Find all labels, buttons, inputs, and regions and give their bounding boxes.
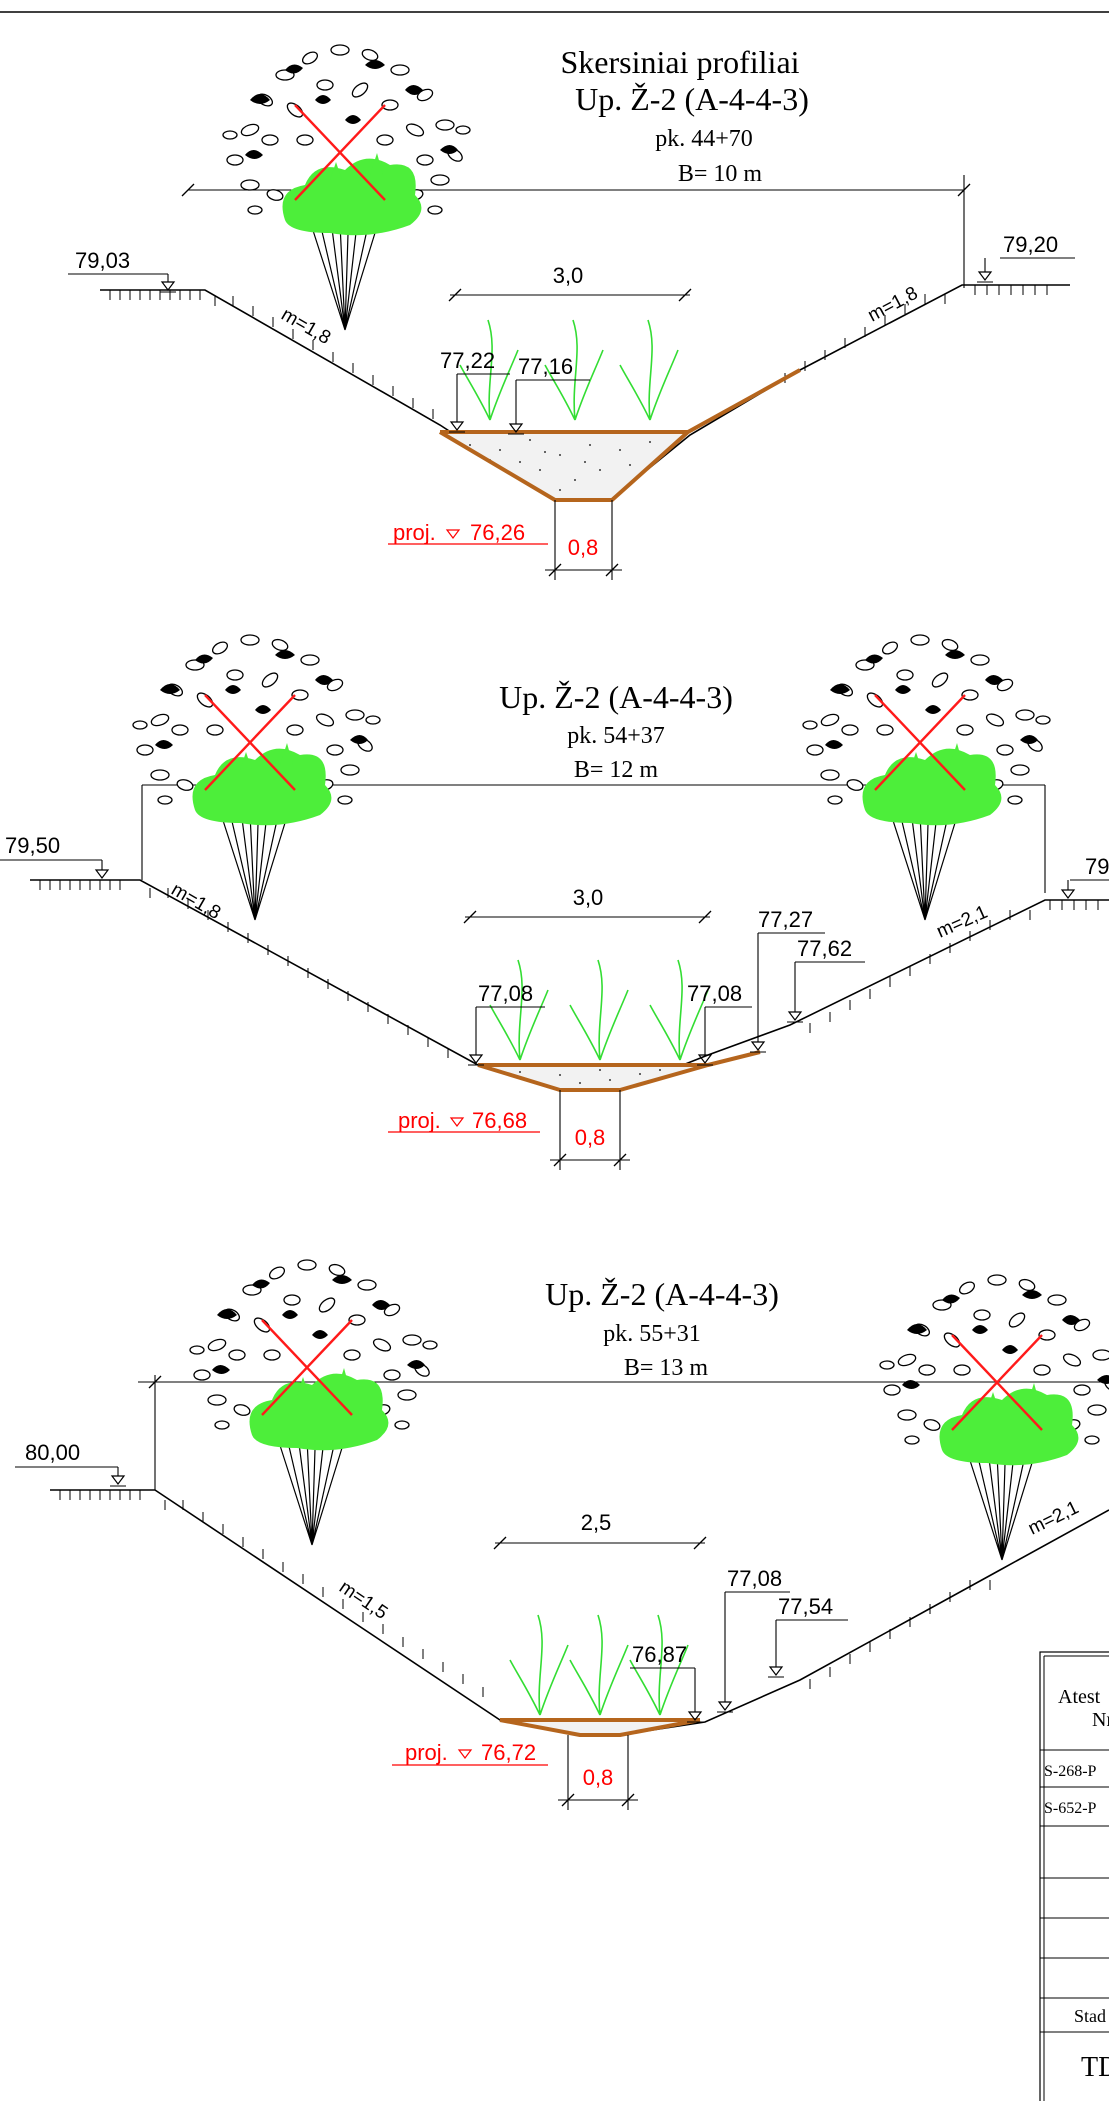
- profile-1-left-bank: 79,03: [75, 248, 130, 273]
- profile-2: Up. Ž-2 (A-4-4-3) pk. 54+37 B= 12 m 3,0 …: [0, 633, 1109, 1170]
- title-block-heading-1: Atest: [1058, 1686, 1101, 1708]
- profile-3-trench: 0,8: [583, 1765, 614, 1790]
- profile-1-pk: pk. 44+70: [655, 126, 753, 152]
- profile-3-left-bank: 80,00: [25, 1440, 80, 1465]
- title-block-heading-2: Nr: [1092, 1709, 1109, 1731]
- profile-1-proj-level: 76,26: [470, 520, 525, 545]
- profile-3-level-2: 77,08: [727, 1566, 782, 1591]
- profile-2-level-2: 77,08: [687, 981, 742, 1006]
- profile-2-proj-level: 76,68: [472, 1108, 527, 1133]
- profile-3-slope-right: m=2,1: [1025, 1497, 1082, 1539]
- profile-2-proj-prefix: proj.: [398, 1108, 441, 1133]
- profile-2-right-bank: 79: [1085, 854, 1109, 879]
- profile-3-name: Up. Ž-2 (A-4-4-3): [545, 1276, 779, 1312]
- profile-2-level-1: 77,08: [478, 981, 533, 1006]
- profile-3-width: B= 13 m: [624, 1355, 709, 1381]
- profile-2-level-4: 77,62: [797, 936, 852, 961]
- title-block-code: TD: [1081, 2052, 1109, 2083]
- profile-1-width: B= 10 m: [678, 161, 763, 187]
- title-block-row-1: S-268-P: [1044, 1763, 1097, 1780]
- profile-1-right-bank: 79,20: [1003, 232, 1058, 257]
- title-block-stage: Stad: [1074, 2006, 1106, 2026]
- title-block-row-2: S-652-P: [1044, 1800, 1097, 1817]
- profile-2-slope-right: m=2,1: [933, 902, 990, 943]
- profile-1-name: Up. Ž-2 (A-4-4-3): [575, 81, 809, 117]
- profile-2-pk: pk. 54+37: [567, 723, 665, 749]
- profile-2-left-bank: 79,50: [5, 833, 60, 858]
- profile-1-level-1: 77,22: [440, 348, 495, 373]
- profile-3-bottom-width: 2,5: [581, 1510, 612, 1535]
- profile-3-level-1: 76,87: [632, 1642, 687, 1667]
- profile-3: Up. Ž-2 (A-4-4-3) pk. 55+31 B= 13 m 2,5 …: [15, 1258, 1109, 1810]
- profile-3-proj-level: 76,72: [481, 1740, 536, 1765]
- profile-1: Skersiniai profiliai Up. Ž-2 (A-4-4-3) p…: [68, 43, 1075, 580]
- profile-2-bottom-width: 3,0: [573, 885, 604, 910]
- profile-2-trench: 0,8: [575, 1125, 606, 1150]
- tree-removed-icon: [131, 633, 382, 922]
- title-block: Atest Nr S-268-P S-652-P Stad TD: [1039, 1651, 1109, 2101]
- tree-removed-icon: [801, 633, 1052, 922]
- tree-removed-icon: [188, 1258, 439, 1547]
- profile-2-level-3: 77,27: [758, 907, 813, 932]
- profile-1-slope-right: m=1,8: [864, 283, 921, 327]
- drawing-title: Skersiniai profiliai: [560, 44, 799, 80]
- profile-1-proj-prefix: proj.: [393, 520, 436, 545]
- profile-3-level-3: 77,54: [778, 1594, 833, 1619]
- profile-1-level-2: 77,16: [518, 354, 573, 379]
- profile-2-width: B= 12 m: [574, 757, 659, 783]
- profile-1-bottom-width: 3,0: [553, 263, 584, 288]
- tree-removed-icon: [221, 43, 472, 332]
- profile-2-name: Up. Ž-2 (A-4-4-3): [499, 679, 733, 715]
- profile-3-proj-prefix: proj.: [405, 1740, 448, 1765]
- profile-2-slope-left: m=1,8: [168, 879, 225, 924]
- profile-1-trench: 0,8: [568, 535, 599, 560]
- profile-1-slope-left: m=1,8: [278, 304, 335, 349]
- profile-3-pk: pk. 55+31: [603, 1321, 701, 1347]
